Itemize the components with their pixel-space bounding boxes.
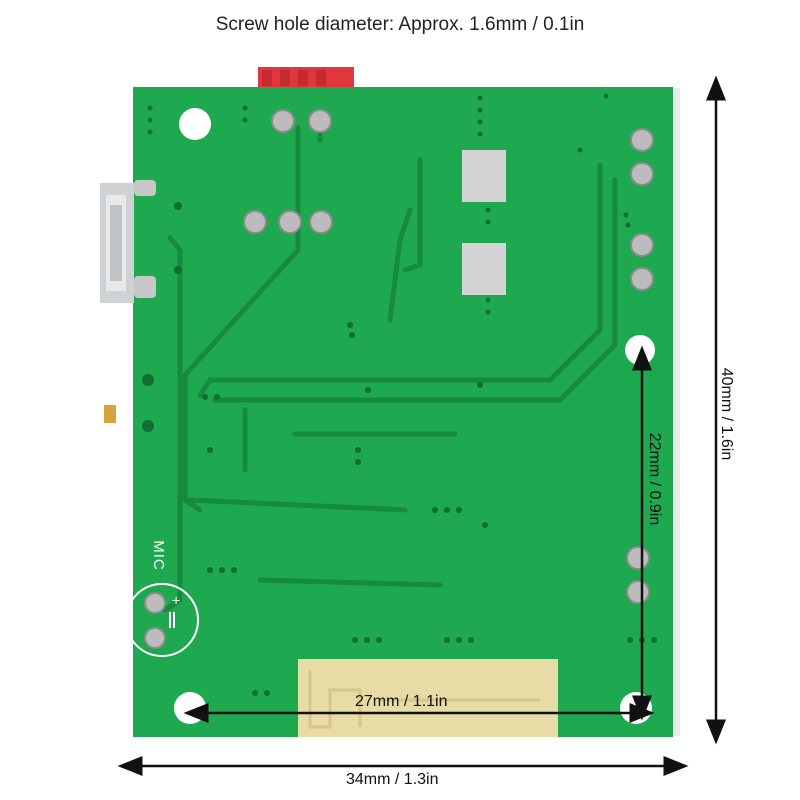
hole-spacing-vertical-label: 22mm / 0.9in bbox=[646, 432, 664, 526]
mic-plus-sign: + bbox=[172, 592, 181, 608]
vias bbox=[142, 93, 657, 696]
pcb-board bbox=[133, 87, 673, 737]
dimension-lines bbox=[117, 75, 726, 776]
caption-text: Screw hole diameter: Approx. 1.6mm / 0.1… bbox=[215, 14, 585, 35]
mic-silkscreen-label: MIC bbox=[149, 540, 167, 571]
height-dimension-label: 40mm / 1.6in bbox=[718, 367, 736, 461]
square-pad-1 bbox=[462, 150, 506, 202]
mic-silkscreen-circle bbox=[125, 583, 199, 657]
pcb-traces bbox=[162, 125, 618, 613]
usb-port bbox=[100, 180, 156, 303]
width-dimension-label: 34mm / 1.3in bbox=[346, 771, 439, 788]
antenna-area bbox=[298, 659, 558, 737]
hole-spacing-horizontal-label: 27mm / 1.1in bbox=[355, 693, 448, 710]
square-pad-2 bbox=[462, 243, 506, 295]
